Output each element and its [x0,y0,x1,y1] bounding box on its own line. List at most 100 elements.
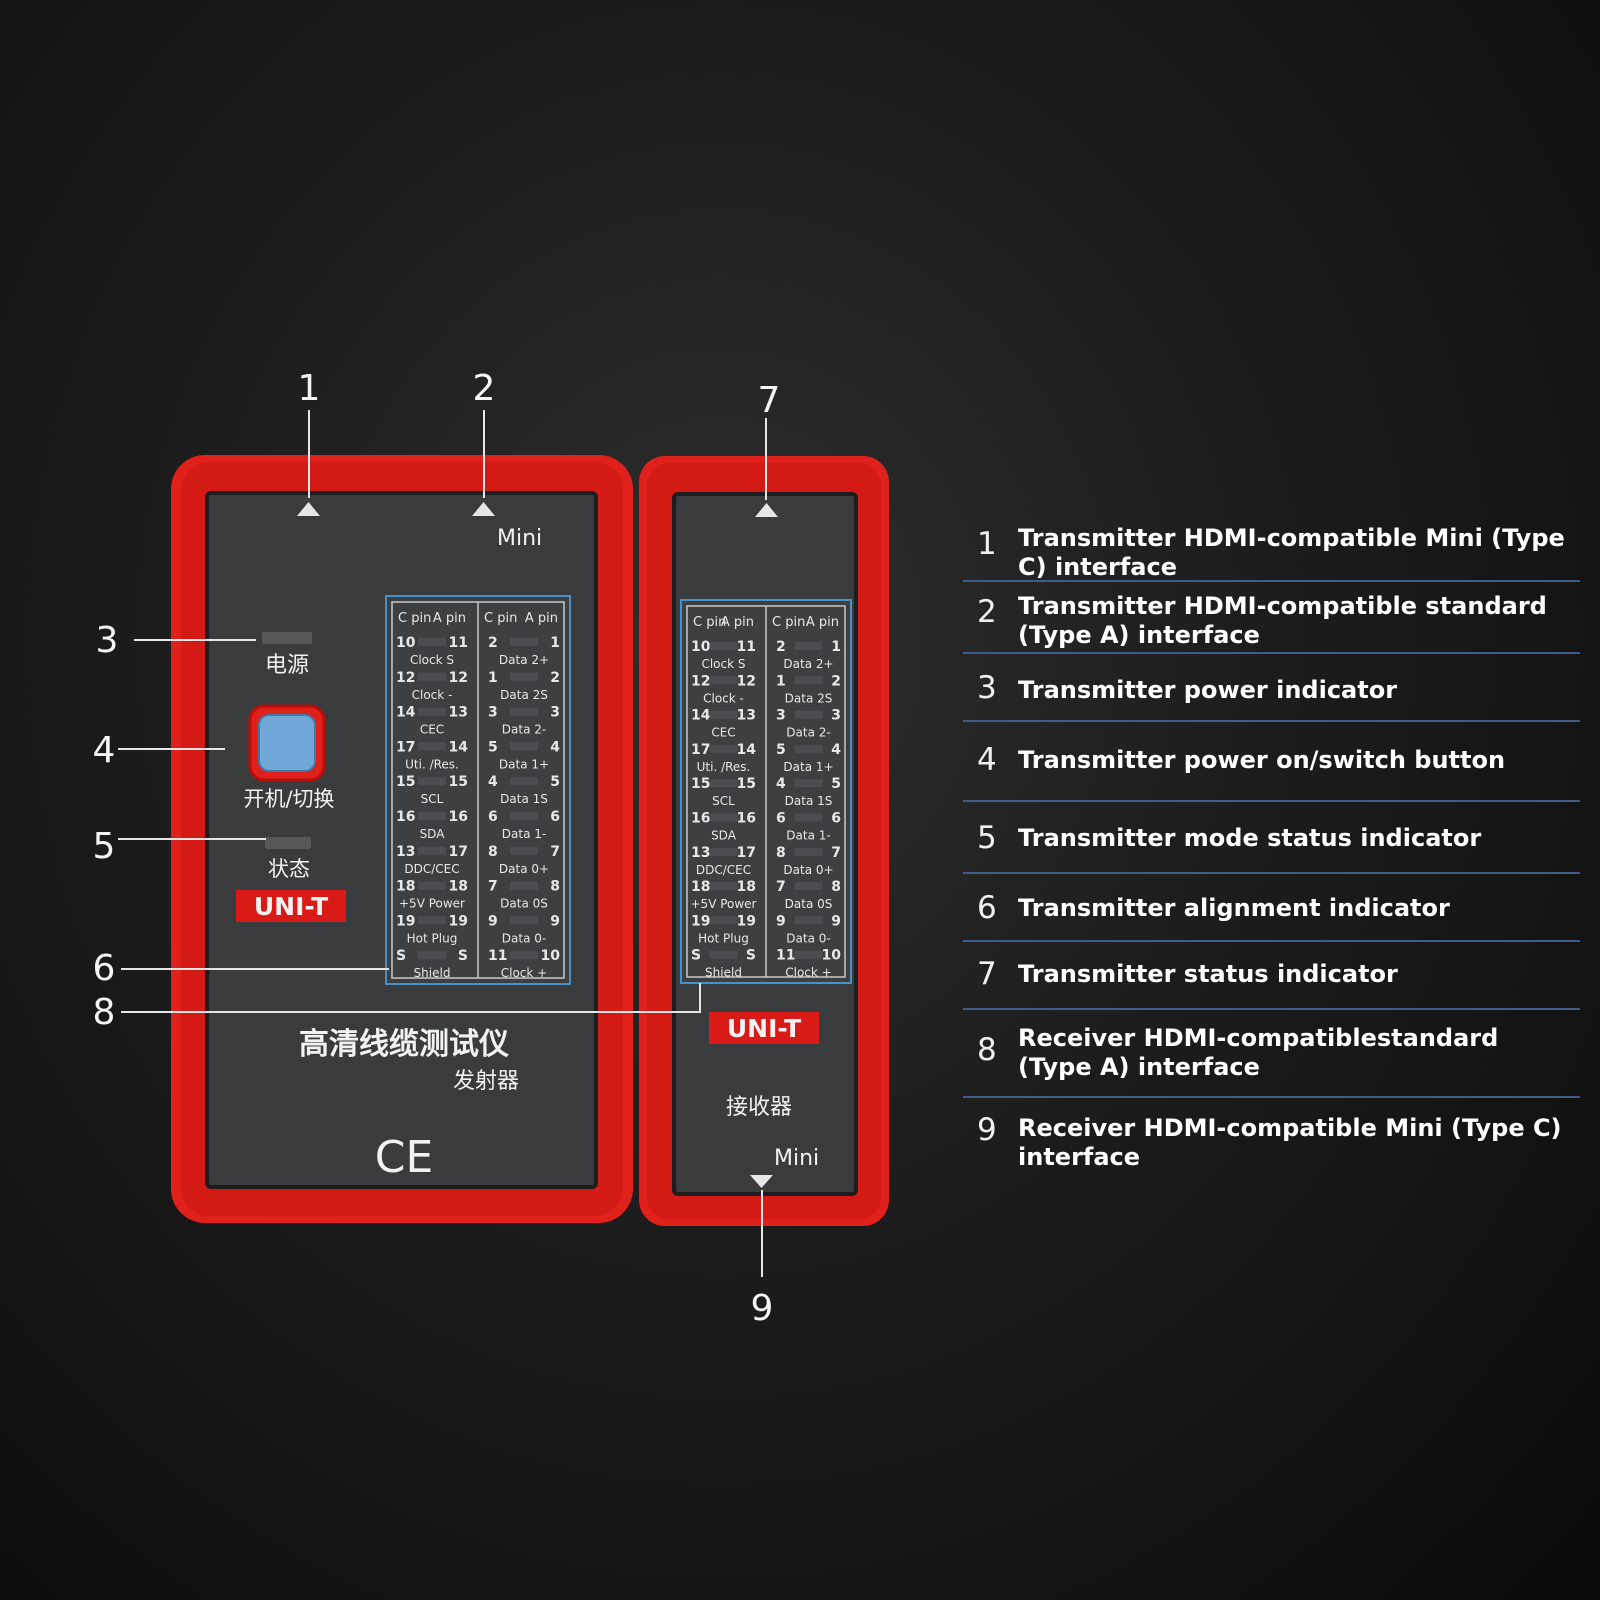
tx-left-c-pin: 18 [396,879,415,895]
tx-left-pin-led [418,638,446,646]
rx-right-a-pin: 1 [831,639,841,655]
rx-right-a-pin: 10 [822,948,842,964]
tx-right-c-pin: 7 [488,879,498,895]
rx-left-pin-name: Hot Plug [698,931,749,945]
rx-right-c-pin: 5 [776,742,786,758]
tx-left-c-pin: 15 [396,774,415,790]
rx-right-pin-name: Clock + [785,966,831,980]
transmitter-brand: UNI-T [254,892,328,921]
tx-left-pin-led [418,672,446,681]
tx-right-pin-led [510,916,538,925]
callout-lines [118,410,767,1277]
rx-right-pin-name: Data 0+ [783,863,833,877]
tx-left-pin-led [418,881,446,890]
tx-left-c-pin: 19 [396,913,415,929]
tx-left-pin-led [418,916,446,925]
tx-left-c-pin: 13 [396,844,415,860]
rx-left-pin-led [709,916,738,925]
tx-header-2: C pin [484,611,517,626]
tx-right-pin-led [510,846,538,855]
rx-left-pin-led [709,847,738,856]
tx-right-a-pin: 2 [550,670,560,686]
tx-right-c-pin: 5 [488,739,498,755]
rx-left-a-pin: 15 [737,776,756,792]
tx-left-c-pin: 14 [396,705,416,721]
tx-right-pin-name: Data 2+ [499,653,549,667]
tx-right-c-pin: 6 [488,809,498,825]
tx-left-a-pin: 18 [449,879,468,895]
tx-right-pin-name: Data 2- [502,723,546,737]
legend-num: 5 [977,820,997,856]
tx-left-a-pin: 16 [449,809,468,825]
tx-header-1: A pin [433,611,466,626]
legend-item-2: 2 Transmitter HDMI-compatible standard (… [963,582,1580,654]
rx-right-pin-led [794,779,823,788]
transmitter-subtitle: 发射器 [453,1069,519,1094]
legend-item-8: 8 Receiver HDMI-compatiblestandard (Type… [963,1010,1580,1098]
legend-text: Receiver HDMI-compatiblestandard (Type A… [1018,1024,1499,1081]
rx-left-a-pin: 12 [737,673,756,689]
tx-right-pin-led [510,951,538,960]
rx-left-a-pin: 13 [737,708,756,724]
rx-right-c-pin: 4 [776,776,786,792]
tx-right-pin-led [510,742,538,751]
tx-right-pin-led [510,881,538,890]
tx-left-pin-name: Uti. /Res. [405,757,459,771]
tx-left-pin-name: Hot Plug [407,931,458,945]
rx-left-a-pin: 11 [737,639,756,655]
callout-2: 2 [473,368,496,409]
tx-left-pin-name: SDA [420,827,446,841]
tx-right-a-pin: 9 [550,913,560,929]
legend-num: 8 [977,1032,997,1068]
tx-right-pin-name: Data 2S [500,688,548,702]
rx-right-a-pin: 9 [831,913,841,929]
tx-left-pin-led [418,742,446,751]
rx-left-c-pin: S [691,948,701,964]
legend-item-1: 1 Transmitter HDMI-compatible Mini (Type… [963,510,1580,582]
tx-right-c-pin: 4 [488,774,498,790]
transmitter-power-led [262,632,312,644]
rx-left-c-pin: 12 [691,673,710,689]
rx-left-c-pin: 16 [691,811,710,827]
rx-left-c-pin: 15 [691,776,710,792]
tx-left-pin-name: DDC/CEC [404,862,459,876]
rx-right-pin-led [794,642,823,650]
rx-left-pin-name: Clock - [703,691,744,705]
rx-left-pin-led [709,710,738,719]
rx-left-c-pin: 14 [691,708,711,724]
tx-left-c-pin: 12 [396,670,415,686]
tx-right-a-pin: 8 [550,879,560,895]
rx-header-1: A pin [721,615,754,630]
tx-right-c-pin: 1 [488,670,498,686]
tx-left-a-pin: 15 [449,774,468,790]
transmitter-status-label: 状态 [268,857,310,881]
tx-right-pin-name: Data 1+ [499,757,549,771]
tx-right-c-pin: 9 [488,913,498,929]
transmitter-power-label: 电源 [265,653,309,678]
legend-text: Transmitter power on/switch button [1018,746,1506,774]
rx-right-pin-led [794,882,823,891]
tx-left-pin-led [418,951,446,960]
receiver-mini-label: Mini [774,1146,819,1171]
callout-6: 6 [93,948,116,989]
rx-right-pin-name: Data 0S [785,897,833,911]
tx-left-pin-name: +5V Power [399,897,465,911]
transmitter-mini-label: Mini [497,526,542,551]
tx-left-pin-led [418,707,446,716]
transmitter-brand-badge [236,890,346,922]
legend-text: Transmitter mode status indicator [1018,824,1482,852]
tx-header-0: C pin [398,611,431,626]
rx-left-a-pin: 18 [737,879,756,895]
transmitter-title: 高清线缆测试仪 [299,1027,509,1062]
rx-right-pin-name: Data 1+ [783,760,833,774]
tx-left-pin-name: CEC [420,723,444,737]
rx-right-c-pin: 7 [776,879,786,895]
transmitter-mini-port-marker [297,502,320,516]
tx-left-c-pin: 10 [396,635,416,651]
rx-right-pin-led [794,676,823,685]
rx-left-pin-led [709,642,738,650]
transmitter-power-switch-button[interactable] [258,714,316,772]
